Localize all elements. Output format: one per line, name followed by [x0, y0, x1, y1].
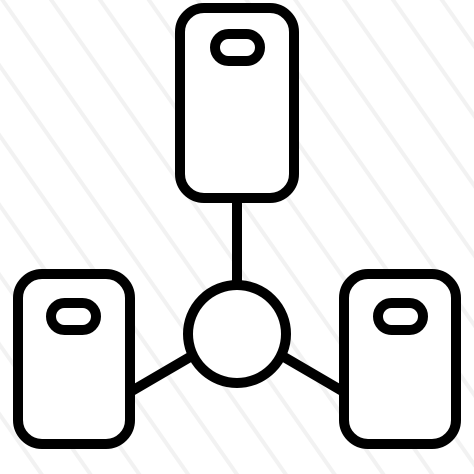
left-connector-line	[125, 352, 195, 397]
hub-circle	[183, 280, 291, 388]
top-device-handle	[210, 29, 265, 66]
right-connector-line	[279, 352, 349, 397]
top-device-body	[175, 3, 299, 203]
left-device-handle	[46, 298, 101, 335]
right-device-handle	[373, 298, 428, 335]
